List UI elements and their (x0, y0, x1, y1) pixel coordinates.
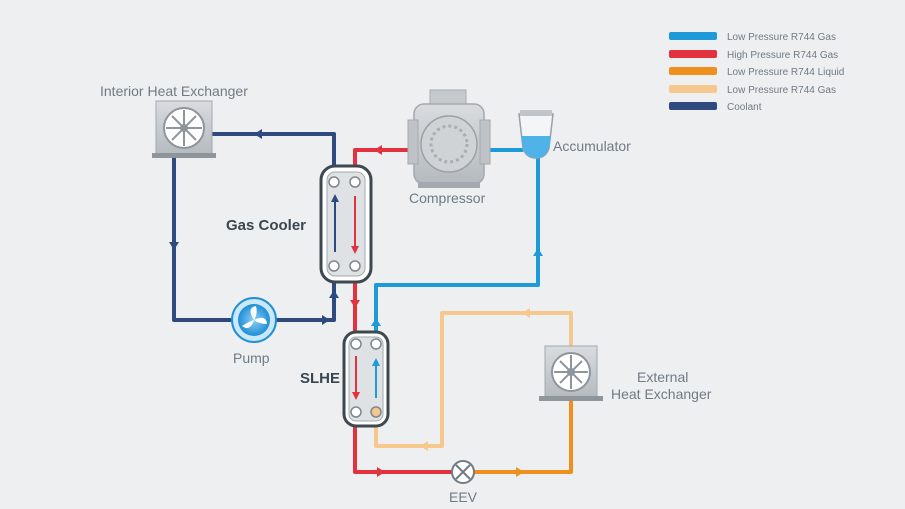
legend-label: Coolant (727, 102, 762, 113)
arrow-left-icon (374, 145, 382, 155)
pump-label: Pump (233, 350, 270, 366)
gas-cooler (319, 164, 373, 284)
eev (451, 460, 475, 484)
coolant-pipe (274, 280, 336, 322)
flow-arrows (169, 129, 543, 477)
legend-label: High Pressure R744 Gas (727, 50, 838, 61)
arrow-down-icon (169, 242, 179, 250)
legend-swatch (669, 102, 717, 110)
legend-swatch (669, 67, 717, 75)
arrow-down-icon (350, 300, 360, 308)
arrow-right-icon (377, 467, 385, 477)
external-heat-exchanger-label: Heat Exchanger (611, 386, 712, 402)
coolant-pipe (210, 132, 336, 178)
arrow-left-icon (254, 129, 262, 139)
legend-label: Low Pressure R744 Gas (727, 85, 836, 96)
slhe-label: SLHE (300, 370, 340, 387)
arrow-up-icon (533, 248, 543, 256)
arrow-left-icon (420, 441, 428, 451)
compressor-icon (420, 115, 478, 173)
compressor (407, 89, 491, 188)
compressor-label: Compressor (409, 190, 486, 206)
legend-item: Low Pressure R744 Gas (669, 32, 836, 43)
accumulator (518, 110, 554, 159)
eev-label: EEV (449, 489, 478, 505)
legend-label: Low Pressure R744 Gas (727, 32, 836, 43)
low-pressure-liquid-pipe (472, 398, 573, 474)
legend: Low Pressure R744 Gas High Pressure R744… (669, 32, 844, 113)
arrow-left-icon (522, 308, 530, 318)
low-pressure-gas-pipe (374, 156, 540, 338)
interior-heat-exchanger (152, 100, 216, 158)
legend-swatch (669, 32, 717, 40)
legend-label: Low Pressure R744 Liquid (727, 67, 844, 78)
external-heat-exchanger-label: External (637, 369, 688, 385)
arrow-right-icon (322, 315, 330, 325)
interior-heat-exchanger-label: Interior Heat Exchanger (100, 83, 248, 99)
arrow-up-icon (371, 318, 381, 326)
slhe (342, 330, 390, 428)
legend-item: Coolant (669, 102, 762, 113)
pump (231, 297, 277, 343)
gas-cooler-label: Gas Cooler (226, 217, 306, 234)
high-pressure-gas-pipe (353, 422, 454, 474)
accumulator-label: Accumulator (553, 138, 631, 154)
legend-swatch (669, 50, 717, 58)
arrow-up-icon (329, 290, 339, 298)
coolant-pipe (172, 156, 238, 322)
legend-item: Low Pressure R744 Gas (669, 85, 836, 96)
legend-item: Low Pressure R744 Liquid (669, 67, 844, 78)
legend-swatch (669, 85, 717, 93)
arrow-right-icon (516, 467, 524, 477)
external-heat-exchanger (539, 345, 603, 401)
legend-item: High Pressure R744 Gas (669, 50, 838, 61)
low-pressure-gas-light-pipe (374, 311, 573, 448)
